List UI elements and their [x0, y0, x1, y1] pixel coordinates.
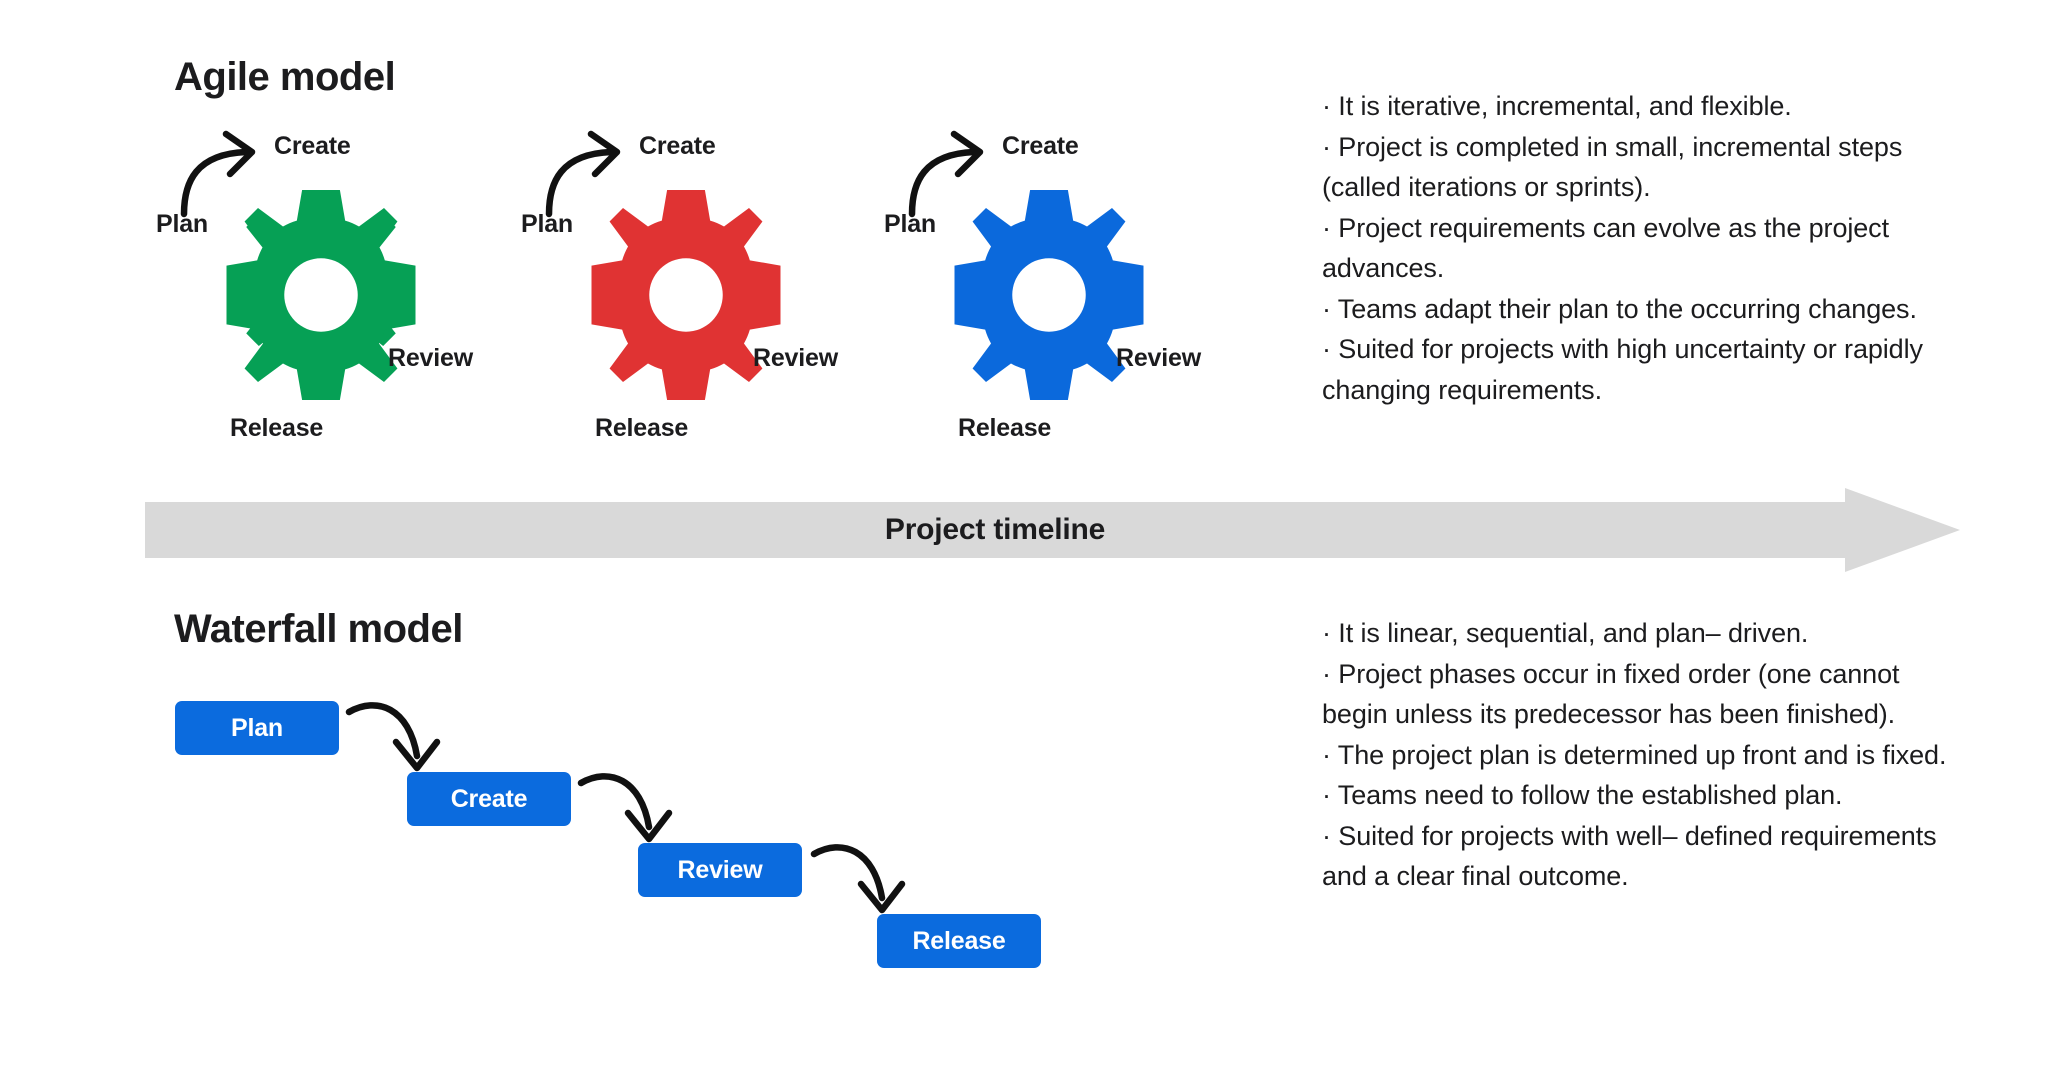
agile-bullet-list: · It is iterative, incremental, and flex…	[1322, 86, 1942, 410]
gear-label-plan: Plan	[156, 210, 208, 238]
bullet-item: · Project is completed in small, increme…	[1322, 131, 1903, 203]
waterfall-bullet-list: · It is linear, sequential, and plan– dr…	[1322, 613, 1947, 897]
bullet-item: · It is iterative, incremental, and flex…	[1322, 91, 1792, 121]
gear-label-release: Release	[595, 414, 689, 442]
gear-label-plan: Plan	[521, 210, 573, 238]
curved-arrow-icon	[545, 130, 621, 218]
curved-arrow-icon	[908, 130, 984, 218]
waterfall-phase-create[interactable]: Create	[407, 772, 571, 826]
gear-icon	[226, 190, 416, 400]
gear-label-review: Review	[753, 344, 838, 372]
project-timeline-banner: Project timeline	[145, 488, 1960, 572]
gear-icon	[954, 190, 1144, 400]
curved-arrow-icon	[345, 702, 441, 772]
bullet-item: · It is linear, sequential, and plan– dr…	[1322, 618, 1809, 648]
agile-cycle-red: Plan Create Review Release	[505, 130, 945, 460]
waterfall-phase-review[interactable]: Review	[638, 843, 802, 897]
agile-cycle-green: Plan Create Review Release	[140, 130, 580, 460]
curved-arrow-icon	[810, 844, 906, 914]
bullet-item: · Project phases occur in fixed order (o…	[1322, 658, 1900, 730]
bullet-item: · Suited for projects with well– defined…	[1322, 820, 1937, 892]
gear-label-create: Create	[639, 132, 716, 160]
waterfall-model-title: Waterfall model	[174, 607, 463, 651]
bullet-item: · Teams need to follow the established p…	[1322, 780, 1843, 810]
gear-label-release: Release	[958, 414, 1052, 442]
gear-label-release: Release	[230, 414, 324, 442]
gear-label-plan: Plan	[884, 210, 936, 238]
right-arrow-banner-icon	[145, 488, 1960, 572]
curved-arrow-icon	[577, 773, 673, 843]
gear-icon	[591, 190, 781, 400]
bullet-item: · Project requirements can evolve as the…	[1322, 212, 1889, 284]
gear-label-create: Create	[1002, 132, 1079, 160]
gear-label-review: Review	[1116, 344, 1201, 372]
waterfall-phase-plan[interactable]: Plan	[175, 701, 339, 755]
gear-label-review: Review	[388, 344, 473, 372]
bullet-item: · Suited for projects with high uncertai…	[1322, 334, 1923, 405]
waterfall-phase-release[interactable]: Release	[877, 914, 1041, 968]
agile-cycle-blue: Plan Create Review Release	[868, 130, 1308, 460]
gear-label-create: Create	[274, 132, 351, 160]
agile-model-title: Agile model	[174, 55, 396, 99]
curved-arrow-icon	[180, 130, 256, 218]
bullet-item: · Teams adapt their plan to the occurrin…	[1322, 293, 1917, 324]
bullet-item: · The project plan is determined up fron…	[1322, 739, 1947, 770]
